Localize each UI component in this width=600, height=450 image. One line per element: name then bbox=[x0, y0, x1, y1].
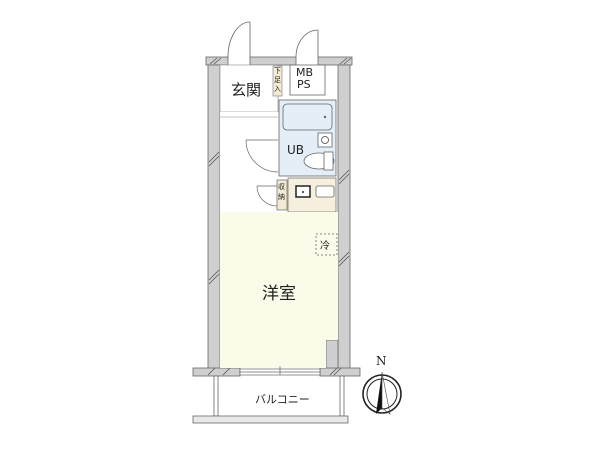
western-room bbox=[220, 212, 338, 368]
fridge-space bbox=[315, 233, 338, 256]
storage-label: 収納 bbox=[278, 183, 285, 201]
shoe-storage-label: 下足入 bbox=[274, 67, 281, 93]
entrance-area bbox=[219, 64, 279, 113]
kitchen-sink bbox=[315, 185, 335, 198]
bathtub bbox=[282, 103, 333, 131]
balcony-label: バルコニー bbox=[255, 393, 310, 406]
balcony bbox=[192, 375, 349, 424]
mb-label: MB bbox=[296, 66, 314, 79]
ps-label: PS bbox=[297, 78, 311, 91]
balcony-window bbox=[239, 366, 321, 376]
entrance-door bbox=[227, 21, 319, 58]
sink bbox=[317, 132, 333, 148]
western-room-label: 洋室 bbox=[262, 284, 296, 304]
compass-north-label: N bbox=[376, 354, 387, 368]
compass-icon bbox=[362, 371, 402, 415]
entrance-label: 玄関 bbox=[231, 81, 262, 99]
unit-bath-label: UB bbox=[287, 143, 305, 157]
fridge-label: 冷 bbox=[320, 241, 330, 252]
storage bbox=[276, 179, 288, 211]
mb-ps-box bbox=[289, 64, 326, 96]
shoe-storage bbox=[272, 65, 283, 97]
